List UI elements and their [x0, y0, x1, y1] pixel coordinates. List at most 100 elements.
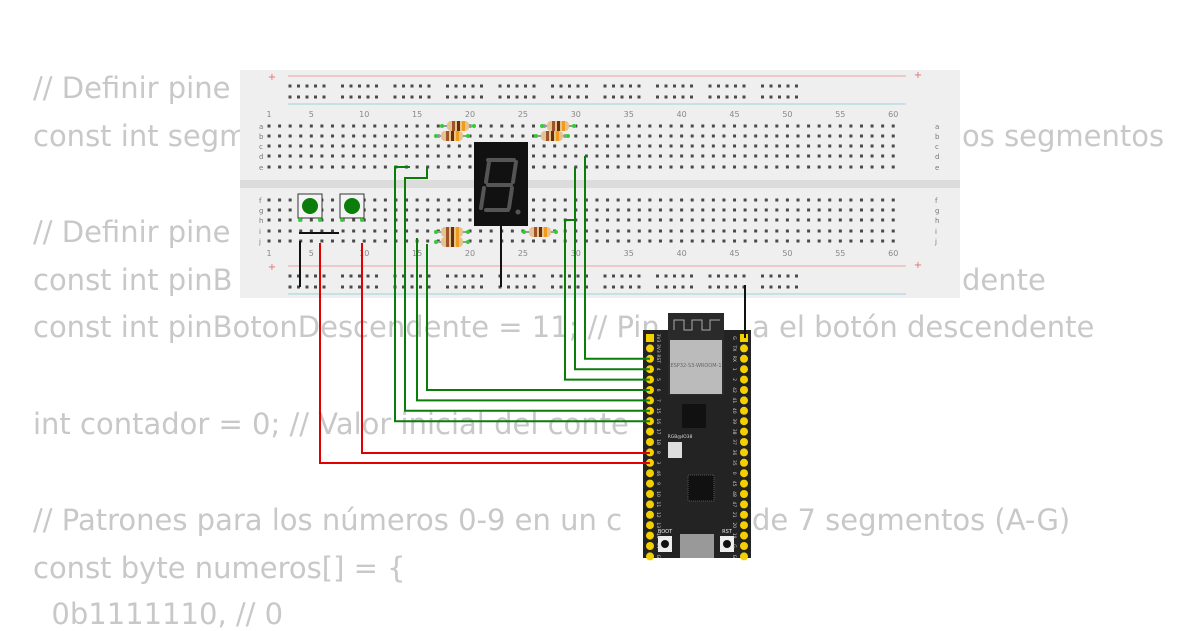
hole — [817, 198, 821, 202]
code-line: de 7 segmentos (A-G) — [752, 503, 1071, 537]
wire[interactable] — [404, 167, 650, 412]
pin-dot — [466, 230, 470, 234]
wire[interactable] — [319, 243, 650, 464]
rail-hole — [402, 84, 405, 88]
hole — [510, 134, 514, 138]
hole — [870, 229, 874, 233]
rail-hole — [612, 95, 615, 99]
rail-hole — [471, 84, 475, 88]
hole — [648, 218, 652, 222]
rail-hole — [664, 95, 668, 99]
hole — [828, 134, 832, 138]
hole — [267, 218, 271, 222]
hole — [436, 154, 440, 158]
hole — [796, 229, 800, 233]
rail-hole — [305, 95, 309, 99]
hole — [828, 218, 832, 222]
hole — [891, 144, 895, 148]
hole — [288, 239, 292, 243]
hole — [775, 124, 779, 128]
esp-pin — [646, 344, 654, 353]
rail-plus-label: + — [268, 72, 276, 83]
wire[interactable] — [564, 219, 650, 381]
esp-pin — [740, 448, 748, 457]
resistor — [434, 237, 470, 247]
usb-port — [680, 534, 714, 558]
wire[interactable] — [574, 167, 650, 371]
hole — [859, 154, 863, 158]
hole — [658, 165, 662, 169]
hole — [764, 208, 768, 212]
hole — [521, 124, 525, 128]
hole — [701, 134, 705, 138]
rail-hole — [427, 285, 431, 289]
button-up[interactable] — [297, 193, 323, 222]
hole — [849, 134, 853, 138]
pin-dot — [318, 218, 322, 222]
wire[interactable] — [394, 166, 650, 423]
hole — [807, 134, 811, 138]
wire[interactable] — [361, 243, 650, 454]
rail-hole — [717, 84, 720, 88]
hole — [405, 154, 409, 158]
hole — [849, 165, 853, 169]
hole — [711, 165, 715, 169]
column-number: 45 — [729, 110, 739, 119]
hole — [849, 229, 853, 233]
hole — [648, 165, 652, 169]
hole — [711, 144, 715, 148]
rail-hole — [576, 285, 580, 289]
wire[interactable] — [426, 244, 650, 391]
rail-hole — [761, 274, 764, 278]
resistor-band — [446, 227, 449, 237]
row-label: c — [935, 143, 939, 151]
rail-hole — [568, 274, 571, 278]
pin-dot — [340, 218, 344, 222]
resistor-band — [451, 131, 454, 141]
hole — [722, 229, 726, 233]
hole — [754, 134, 758, 138]
hole — [341, 124, 345, 128]
hole — [373, 229, 377, 233]
hole — [510, 239, 514, 243]
rail-hole — [559, 285, 563, 289]
hole — [278, 134, 282, 138]
row-label: a — [259, 123, 263, 131]
hole — [553, 154, 557, 158]
button-down[interactable] — [339, 193, 365, 222]
wire[interactable] — [416, 238, 650, 402]
rail-hole — [454, 95, 458, 99]
hole — [637, 154, 641, 158]
hole — [733, 218, 737, 222]
hole — [733, 154, 737, 158]
hole — [362, 218, 366, 222]
hole — [373, 165, 377, 169]
hole — [299, 229, 303, 233]
hole — [870, 208, 874, 212]
rail-hole — [314, 285, 317, 289]
wires[interactable] — [299, 156, 746, 464]
hole — [500, 134, 504, 138]
hole — [785, 124, 789, 128]
pin-dot — [434, 230, 438, 234]
hole — [658, 239, 662, 243]
hole — [468, 134, 472, 138]
code-line: int contador = 0; // Valor inicial del c… — [33, 407, 629, 441]
row-label: e — [259, 164, 263, 172]
wire[interactable] — [584, 156, 650, 360]
hole — [701, 144, 705, 148]
rail-hole — [410, 95, 414, 99]
hole — [881, 239, 885, 243]
code-line: a el botón descendente — [752, 310, 1095, 344]
rail-hole — [463, 84, 466, 88]
esp-pin — [740, 396, 748, 405]
hole — [415, 198, 419, 202]
rail-hole — [769, 84, 773, 88]
hole — [637, 239, 641, 243]
hole — [891, 239, 895, 243]
hole — [764, 165, 768, 169]
hole — [436, 218, 440, 222]
